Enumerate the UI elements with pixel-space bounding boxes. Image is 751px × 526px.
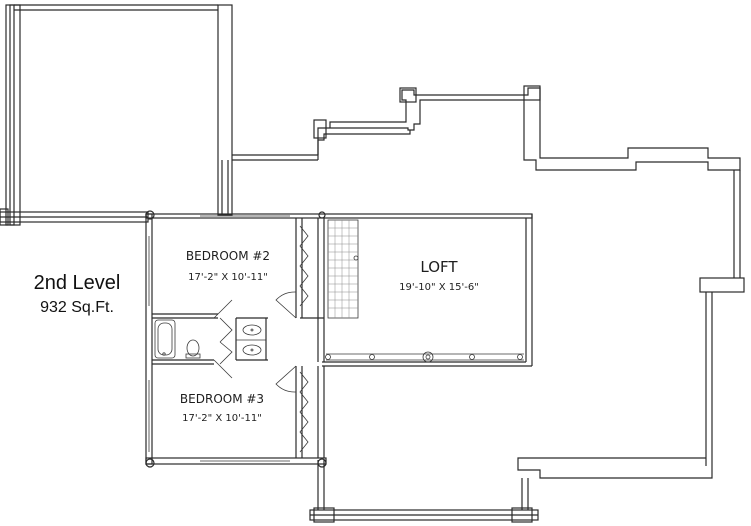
core-walls	[145, 210, 533, 468]
bottom-rail	[309, 460, 539, 523]
level-title: 2nd Level	[33, 272, 121, 294]
bedroom-3-name: BEDROOM #3	[180, 392, 264, 406]
loft-name: LOFT	[420, 258, 458, 276]
upper-left-block	[0, 4, 233, 226]
windows	[148, 215, 290, 462]
right-perimeter	[517, 170, 745, 510]
door-swings	[213, 291, 297, 393]
loft-size: 19'-10" X 15'-6"	[399, 282, 479, 293]
bedroom-2-name: BEDROOM #2	[186, 249, 270, 263]
interior-walls	[152, 218, 325, 458]
loft-rail-posts	[325, 351, 524, 363]
stair-grid	[327, 219, 359, 319]
bedroom-2-size: 17'-2" X 10'-11"	[188, 272, 268, 283]
upper-perimeter	[313, 85, 741, 171]
level-area: 932 Sq.Ft.	[40, 299, 114, 316]
connector-wall	[221, 154, 318, 215]
closet-doors	[219, 225, 309, 453]
bedroom-3-size: 17'-2" X 10'-11"	[182, 413, 262, 424]
bath-fixtures	[154, 319, 262, 359]
